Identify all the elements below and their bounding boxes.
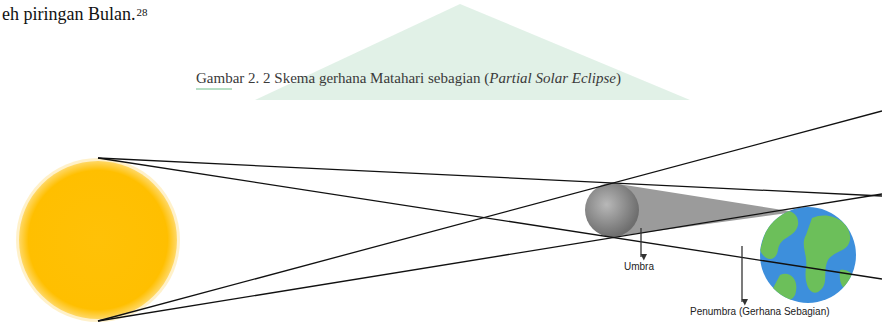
umbra-arrow bbox=[640, 228, 641, 257]
footnote-number: 28 bbox=[136, 6, 147, 18]
earth bbox=[760, 207, 856, 303]
sun-glow bbox=[16, 158, 180, 322]
ray-lines bbox=[98, 111, 882, 321]
penumbra-arrow bbox=[741, 246, 742, 302]
caption-text: Gambar 2. 2 Skema gerhana Matahari sebag… bbox=[196, 70, 621, 86]
body-text: eh piringan Bulan. bbox=[2, 4, 135, 25]
penumbra-label-text: Penumbra (Gerhana Sebagian) bbox=[690, 306, 830, 317]
body-text-text: eh piringan Bulan. bbox=[2, 4, 135, 24]
footnote-number-text: 28 bbox=[136, 6, 147, 18]
moon bbox=[585, 183, 639, 237]
penumbra-label: Penumbra (Gerhana Sebagian) bbox=[690, 306, 830, 317]
umbra-label: Umbra bbox=[624, 261, 654, 272]
sun bbox=[19, 161, 177, 319]
umbra-label-text: Umbra bbox=[624, 261, 654, 272]
figure-caption: Gambar 2. 2 Skema gerhana Matahari sebag… bbox=[196, 70, 621, 87]
caption-underline bbox=[196, 89, 232, 90]
